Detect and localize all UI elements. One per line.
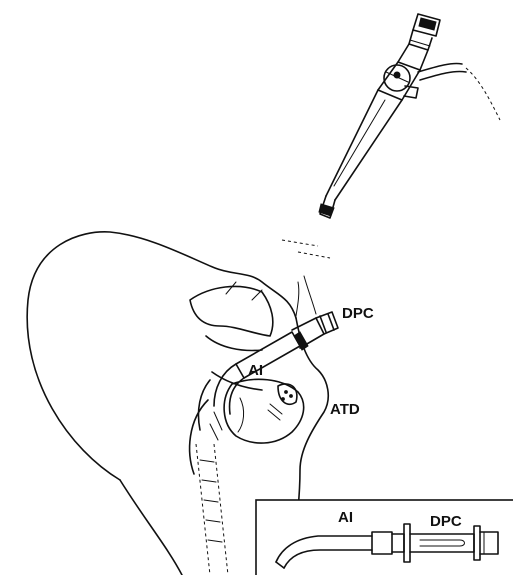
scope-eyepiece: [409, 14, 440, 50]
scope-trajectory-line: [282, 240, 330, 258]
fiberoptic-scope: [282, 14, 500, 258]
label-dpc: DPC: [342, 305, 374, 322]
inset-panel: AI DPC: [256, 500, 513, 575]
label-ai: AI: [248, 362, 263, 379]
neck-back: [120, 480, 182, 575]
airway-device: [214, 276, 338, 414]
spine-outline: [196, 444, 210, 575]
inset-label-dpc: DPC: [430, 513, 462, 530]
scope-insertion-cord: [319, 90, 402, 218]
inset-label-ai: AI: [338, 509, 353, 526]
tongue-outline: [224, 379, 304, 443]
scope-side-tube: [418, 63, 500, 120]
label-atd: ATD: [330, 401, 360, 418]
